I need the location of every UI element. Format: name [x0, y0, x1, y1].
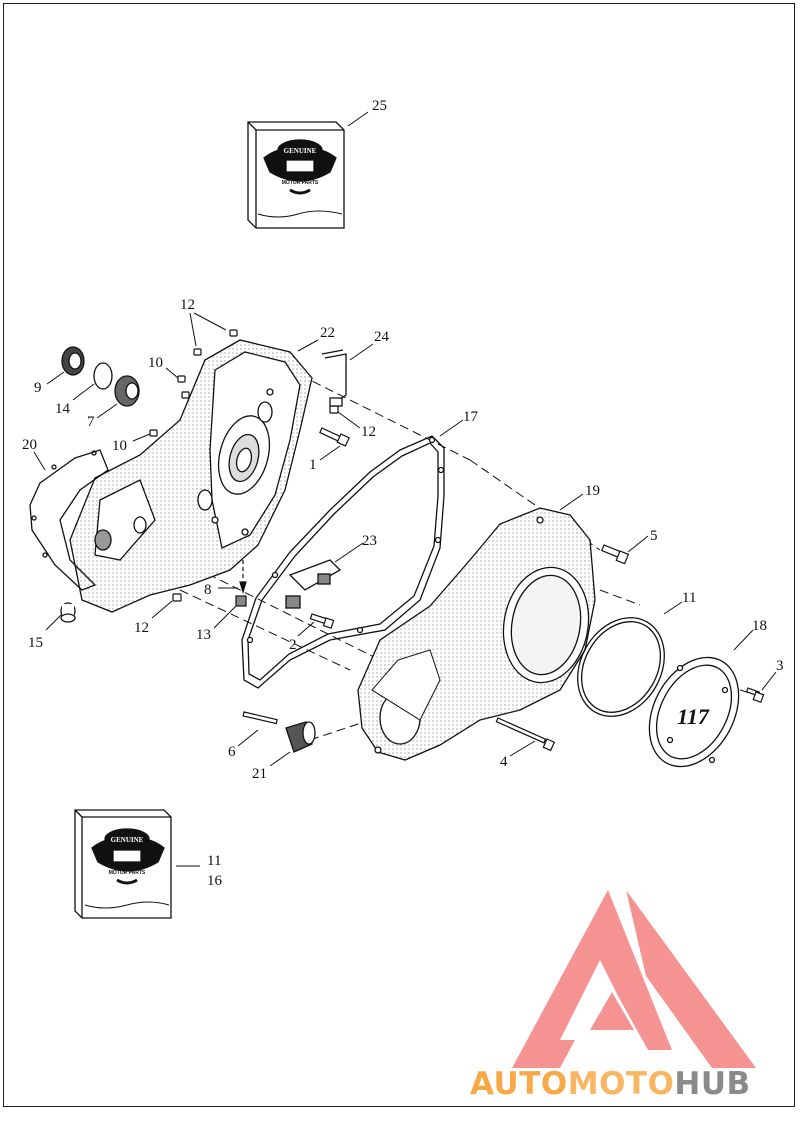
- long-bolt-4: [495, 717, 556, 752]
- tube-24: [321, 349, 347, 407]
- stud-6: [242, 711, 278, 725]
- svg-text:GENUINE: GENUINE: [284, 147, 317, 155]
- oil-seal-9: [61, 346, 85, 376]
- callout-8: 8: [204, 582, 212, 598]
- dowel-15: [60, 602, 76, 623]
- callout-15: 15: [28, 635, 43, 651]
- callout-1: 1: [309, 457, 317, 473]
- callout-3: 3: [776, 658, 784, 674]
- callout-18: 18: [752, 618, 767, 634]
- callout-6: 6: [228, 744, 236, 760]
- callout-11-ring: 11: [682, 590, 696, 606]
- genuine-badge-bottom: GENUINE MOTOR PARTS: [91, 828, 165, 885]
- kit-box-top: GENUINE MOTOR PARTS: [247, 121, 345, 229]
- spring-plate-23: [285, 559, 342, 609]
- callout-10-top: 10: [148, 355, 163, 371]
- derby-cover-18: 117: [648, 656, 740, 768]
- callout-19: 19: [585, 483, 600, 499]
- callout-24: 24: [374, 329, 390, 345]
- watermark-hub: HUB: [674, 1066, 750, 1102]
- callout-10-mid: 10: [112, 438, 127, 454]
- callout-12-top: 12: [180, 297, 195, 313]
- callout-22: 22: [320, 325, 335, 341]
- callout-4: 4: [500, 754, 508, 770]
- svg-text:MOTOR PARTS: MOTOR PARTS: [109, 870, 146, 876]
- svg-text:GENUINE: GENUINE: [111, 836, 144, 844]
- plug-8-13: [235, 560, 247, 607]
- callout-7: 7: [87, 414, 95, 430]
- callout-20: 20: [22, 437, 37, 453]
- callout-13: 13: [196, 627, 211, 643]
- genuine-badge-top: GENUINE MOTOR PARTS: [263, 139, 337, 195]
- callout-2: 2: [289, 637, 297, 653]
- callout-17: 17: [463, 409, 479, 425]
- watermark-text: AUTOMOTOHUB: [470, 1066, 751, 1102]
- callout-21: 21: [252, 766, 267, 782]
- gasket-20: [29, 449, 109, 591]
- callout-23: 23: [362, 533, 377, 549]
- derby-mark: 117: [677, 704, 710, 729]
- screw-3: [745, 687, 765, 704]
- inner-primary-housing: [69, 339, 313, 613]
- svg-text:MOTOR PARTS: MOTOR PARTS: [282, 180, 319, 186]
- outer-primary-cover-19: [357, 507, 596, 761]
- watermark-auto: AUTO: [470, 1066, 568, 1102]
- gasket-17: [241, 435, 445, 689]
- callout-5: 5: [650, 528, 658, 544]
- bolt-1: [319, 427, 350, 447]
- diagram-frame: [3, 3, 795, 1107]
- watermark-logo: [512, 890, 756, 1068]
- callout-14: 14: [55, 401, 71, 417]
- callout-16: 16: [207, 873, 223, 889]
- callout-12-bottom: 12: [134, 620, 149, 636]
- retaining-ring-14: [93, 362, 113, 390]
- callout-11-kit: 11: [207, 853, 221, 869]
- leader-lines: [33, 111, 777, 867]
- bushing-21: [285, 721, 316, 753]
- kit-box-bottom: GENUINE MOTOR PARTS: [74, 809, 172, 919]
- bolt-2: [309, 613, 335, 629]
- callout-9: 9: [34, 380, 42, 396]
- o-ring-11: [577, 617, 665, 717]
- watermark-moto: MOTO: [568, 1066, 675, 1102]
- bearing-7: [114, 375, 140, 407]
- callout-12-mid: 12: [361, 424, 376, 440]
- callout-25: 25: [372, 98, 387, 114]
- dowels-10-12: [149, 329, 339, 602]
- bolt-5: [600, 544, 630, 565]
- callout-labels: 25 12 22 24 10 9 14 7 12 17 10 1 20 19 5…: [22, 98, 784, 889]
